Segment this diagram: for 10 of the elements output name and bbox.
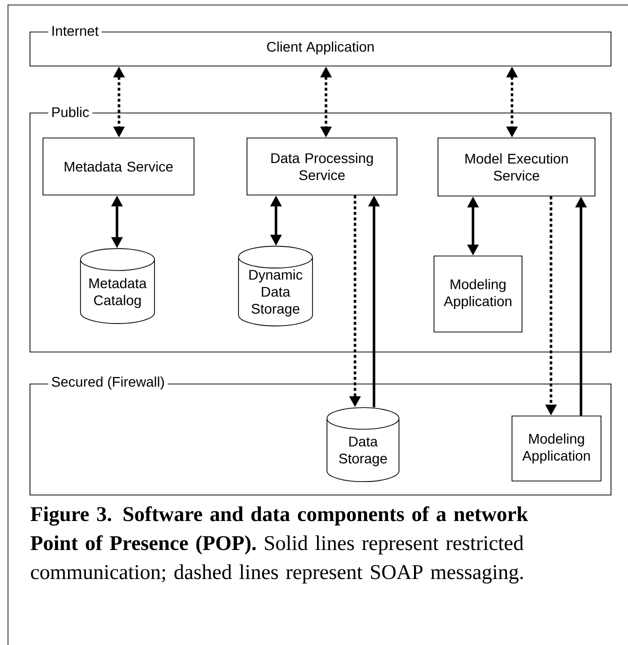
service-box: Modeling Application (512, 416, 602, 482)
database-cylinder: Data Storage (326, 407, 400, 482)
service-box: Model Execution Service (438, 138, 596, 196)
zone-box: Internet Client Application (30, 23, 612, 66)
service-box: Data Processing Service (246, 138, 398, 196)
database-cylinder: Dynamic Data Storage (238, 246, 313, 326)
database-cylinder: Metadata Catalog (80, 248, 155, 324)
service-box: Metadata Service (42, 138, 194, 196)
figure-caption: Figure 3. Software and data components of a network Point of Presence (POP). Solid lines represent restricted communication; dashed lines represent SOAP messaging. (30, 506, 528, 584)
service-box: Modeling Application (434, 256, 522, 332)
